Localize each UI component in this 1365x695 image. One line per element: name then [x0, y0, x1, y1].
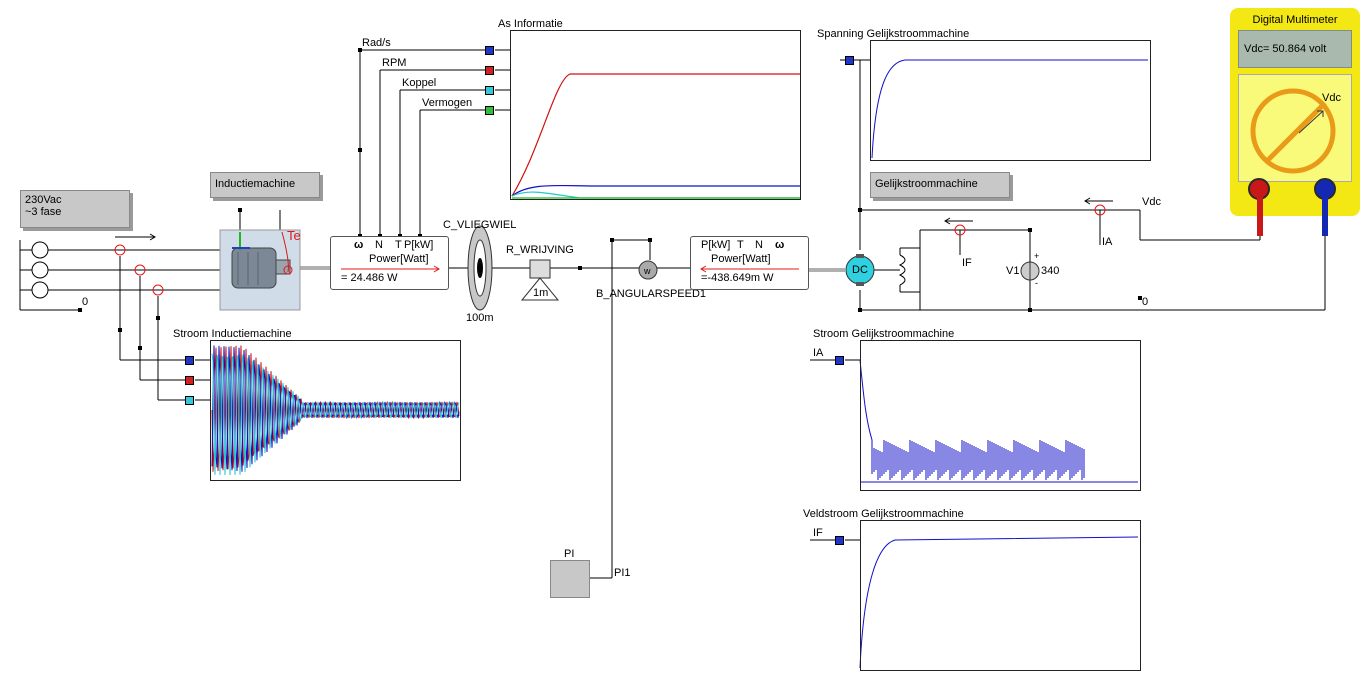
as-informatie-scope[interactable] [510, 30, 801, 200]
induction-motor-image[interactable] [219, 229, 301, 311]
vdc-label: Vdc [1142, 196, 1161, 208]
veldstroom-input: IF [813, 527, 823, 539]
pin-phase-1[interactable] [185, 356, 194, 365]
stroom-dc-input: IA [813, 347, 824, 359]
probe-blue-lead [1322, 196, 1328, 236]
as-informatie-traces [511, 73, 800, 199]
stroom-dc-scope[interactable] [860, 340, 1141, 491]
speed-sensor-symbol: w [644, 266, 651, 276]
pin-koppel[interactable] [485, 86, 494, 95]
stroom-inductie-scope[interactable] [210, 340, 461, 481]
power-sensor-right[interactable]: P[kW] T N ω Power[Watt] =-438.649m W [690, 236, 809, 290]
pin-phase-3[interactable] [185, 396, 194, 405]
induction-machine-label[interactable]: Inductiemachine [210, 172, 320, 198]
spanning-title: Spanning Gelijkstroommachine [817, 28, 970, 40]
phase-wires [48, 233, 220, 401]
spanning-trace [871, 59, 1148, 159]
input-rad-s: Rad/s [362, 37, 391, 49]
source-ground-label: 0 [82, 296, 89, 308]
pin-omega-left: ω [354, 239, 364, 251]
sensor-left-title: Power[Watt] [369, 253, 429, 265]
multimeter-display: Vdc= 50.864 volt [1238, 30, 1352, 68]
veldstroom-scope[interactable] [860, 520, 1141, 671]
stroom-inductie-traces [211, 345, 460, 476]
dc-voltage-source-icon[interactable] [1020, 261, 1040, 281]
current-probes-ac[interactable] [114, 244, 164, 296]
dc-machine-icon[interactable] [845, 254, 875, 286]
pi-controller-box[interactable] [550, 560, 590, 598]
stroom-dc-trace [859, 359, 1138, 483]
dc-machine-label[interactable]: Gelijkstroommachine [870, 172, 1010, 198]
multimeter-dial[interactable]: Vdc [1238, 74, 1352, 182]
pin-t-right: T [737, 239, 744, 251]
flywheel-icon[interactable] [467, 225, 493, 311]
v1-plus: + [1034, 251, 1040, 261]
spanning-scope[interactable] [870, 40, 1151, 161]
probe-red-lead [1257, 196, 1263, 236]
multimeter-probe-label: Vdc [1322, 92, 1341, 104]
friction-damper-icon[interactable] [520, 259, 560, 301]
arrow-icon [700, 265, 799, 273]
pin-n-right: N [755, 239, 763, 251]
v1-value: 340 [1041, 265, 1060, 277]
v1-name: V1 [1006, 265, 1020, 277]
dial-icon [1250, 88, 1336, 174]
friction-value: 1m [533, 287, 549, 299]
pin-pkw-left: P[kW] [404, 239, 434, 251]
pin-phase-2[interactable] [185, 376, 194, 385]
angular-speed-sensor-icon[interactable] [638, 260, 658, 280]
source-label-box[interactable]: 230Vac ~3 fase [20, 190, 130, 228]
if-label: IF [962, 257, 972, 269]
pin-omega-right: ω [775, 239, 785, 251]
pi-name: PI1 [614, 567, 631, 579]
pin-rad-s[interactable] [485, 46, 494, 55]
source-label-line2: ~3 fase [25, 206, 62, 218]
input-koppel: Koppel [402, 77, 437, 89]
source-label-line1: 230Vac [25, 194, 62, 206]
as-informatie-title: As Informatie [498, 18, 563, 30]
pin-t-left: T [395, 239, 402, 251]
pi-box-label: PI [564, 548, 575, 560]
friction-name: R_WRIJVING [506, 244, 574, 256]
ia-label: IA [1102, 236, 1113, 248]
pin-rpm[interactable] [485, 66, 494, 75]
sensor-right-value: =-438.649m W [701, 272, 774, 284]
power-sensor-left[interactable]: ω N T P[kW] Power[Watt] = 24.486 W [330, 236, 449, 290]
dc-symbol: DC [852, 264, 868, 276]
sensor-right-title: Power[Watt] [711, 253, 771, 265]
torque-symbol: Te [287, 228, 301, 243]
v1-minus: - [1035, 278, 1038, 288]
input-rpm: RPM [382, 57, 407, 69]
sensor-left-value: = 24.486 W [341, 272, 398, 284]
digital-multimeter[interactable]: Digital Multimeter Vdc= 50.864 volt Vdc [1230, 8, 1360, 216]
veldstroom-title: Veldstroom Gelijkstroommachine [803, 508, 964, 520]
mechanical-shaft [300, 266, 845, 272]
stroom-inductie-title: Stroom Inductiemachine [173, 328, 292, 340]
current-probes-dc[interactable] [954, 204, 1106, 236]
flywheel-name: C_VLIEGWIEL [443, 219, 517, 231]
stroom-dc-title: Stroom Gelijkstroommachine [813, 328, 955, 340]
veldstroom-trace [859, 536, 1139, 669]
flywheel-value: 100m [466, 312, 494, 324]
dc-ground-label: 0 [1142, 296, 1149, 308]
speed-sensor-name: B_ANGULARSPEED1 [596, 288, 707, 300]
pin-vermogen[interactable] [485, 106, 494, 115]
pin-spanning[interactable] [845, 56, 854, 65]
input-vermogen: Vermogen [422, 97, 473, 109]
pin-pkw-right: P[kW] [701, 239, 731, 251]
multimeter-title: Digital Multimeter [1252, 14, 1338, 26]
pin-if[interactable] [835, 536, 844, 545]
pin-n-left: N [375, 239, 383, 251]
pin-ia[interactable] [835, 356, 844, 365]
arrow-icon [341, 265, 440, 273]
